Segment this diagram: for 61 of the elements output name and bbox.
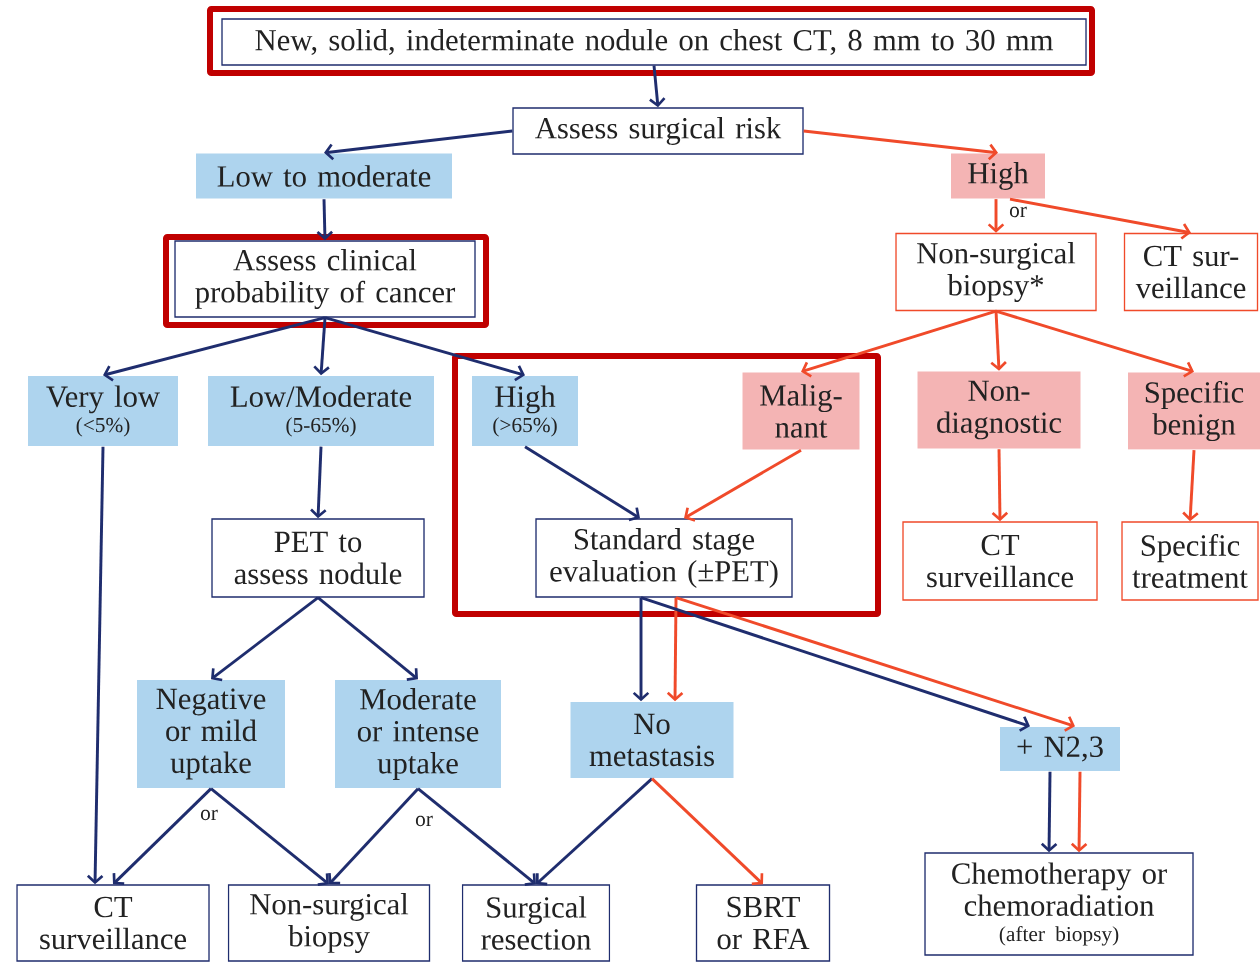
arrow [313,317,330,376]
decision-box: CT sur- veillance [1123,232,1259,312]
arrow [324,316,525,382]
outcome-box: High (>65%) [472,376,578,446]
arrow [803,129,998,161]
arrow [316,199,334,241]
arrow [1040,771,1058,853]
outcome-box: Negative or mild uptake [137,680,285,788]
arrow [675,596,1075,732]
arrow [987,199,1005,233]
arrow [1009,197,1191,240]
arrow [991,449,1009,522]
decision-box: CT surveillance [902,521,1098,601]
arrow [684,448,802,522]
outcome-box: Malig- nant [742,372,860,450]
arrow [211,596,319,682]
decision-box: Standard stage evaluation (±PET) [535,518,793,598]
decision-box: Non-surgical biopsy [227,884,431,962]
outcome-box: Low/Moderate (5-65%) [208,376,434,446]
arrow [1182,450,1199,522]
decision-box: Assess surgical risk [512,107,804,155]
decision-box: CT surveillance [16,884,210,962]
outcome-box: High [951,153,1045,199]
arrow [317,596,418,681]
arrow [990,311,1007,371]
arrow [666,597,684,702]
decision-box: Assess clinical probability of cancer [174,240,476,318]
arrow [112,787,213,885]
arrow [417,787,536,886]
decision-box: Specific treatment [1121,521,1259,601]
or-label: or [1009,206,1027,218]
arrow [640,596,1030,732]
outcome-box: Non- diagnostic [917,371,1081,449]
arrow [1070,771,1088,853]
decision-box: New, solid, indeterminate nodule on chest CT, 8 mm to 30 mm [221,18,1087,66]
outcome-box: Moderate or intense uptake [335,680,501,788]
decision-box: PET to assess nodule [211,518,425,598]
outcome-box: Specific benign [1128,372,1260,450]
arrow [103,316,326,382]
or-label: or [200,809,218,821]
arrow [310,446,327,519]
arrow [324,129,513,161]
or-label: or [415,815,433,827]
outcome-box: No metastasis [570,702,734,778]
outcome-box: Low to moderate [196,153,452,199]
arrow [651,777,764,886]
arrow [86,446,105,885]
arrow [649,65,666,108]
decision-box: SBRT or RFA [695,884,831,962]
outcome-box: + N2,3 [1000,727,1120,771]
arrow [210,787,329,886]
decision-box: Non-surgical biopsy* [895,232,1097,312]
arrow [632,597,650,702]
arrow [801,309,997,378]
arrow [536,777,653,886]
decision-box: Surgical resection [461,884,611,962]
outcome-box: Very low (<5%) [28,376,178,446]
arrow [995,309,1194,378]
arrow [328,787,420,885]
arrow [524,445,640,522]
decision-box: Chemotherapy or chemoradiation (after biopsy) [924,852,1194,956]
